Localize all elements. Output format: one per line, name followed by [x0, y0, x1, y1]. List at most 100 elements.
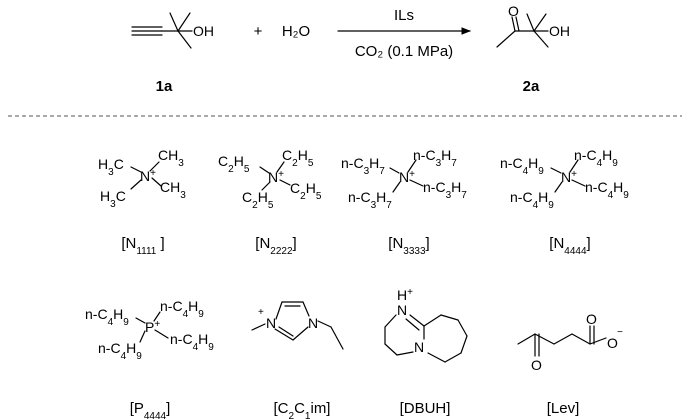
carbonyl-bond [515, 16, 520, 32]
substituent-label: n-C3H7 [341, 155, 385, 177]
bond-line [396, 351, 414, 356]
atom-label: N [397, 302, 407, 318]
hydroxyl-label: OH [549, 23, 570, 39]
bond-line [517, 333, 536, 345]
bond-line [317, 320, 332, 328]
atom-label: N [308, 315, 318, 331]
bond-line [589, 337, 607, 345]
carbonyl-bond [511, 16, 516, 32]
bond-line [130, 166, 142, 173]
cation-n1111: H3C CH3 N+ CH3 H3C [98, 147, 186, 210]
methyl-bond [533, 30, 549, 48]
atom-label: N [266, 315, 276, 331]
substituent-label: C2H5 [290, 180, 322, 202]
hydroxyl-label: OH [193, 23, 214, 39]
anion-lev: O O O − [517, 311, 623, 373]
bond-line [275, 301, 283, 320]
substituent-label: n-C4H9 [585, 179, 629, 201]
central-atom-label: N+ [561, 169, 577, 186]
cation-caption: [N3333] [388, 235, 429, 257]
substituent-label: H3C [100, 188, 126, 210]
substituent-label: C2H5 [218, 153, 250, 175]
bond-line [261, 181, 271, 191]
conditions-label: CO₂ (0.1 MPa) [355, 43, 453, 60]
substituent-label: n-C4H9 [574, 147, 618, 169]
atom-label: H+ [397, 287, 413, 304]
methyl-bond [177, 30, 192, 49]
cation-n3333: n-C3H7 n-C3H7 N+ n-C3H7 n-C3H7 [341, 147, 467, 211]
bond-line [392, 181, 401, 193]
methyl-bond [533, 13, 547, 32]
atom-label: O [586, 311, 597, 327]
alkyne-triple-bond [131, 26, 163, 36]
bond-line [130, 179, 142, 190]
central-atom-label: N+ [399, 169, 415, 186]
substituent-label: H3C [98, 156, 124, 178]
bond-line [151, 177, 162, 187]
bond-line [534, 333, 555, 345]
substituent-label: n-C4H9 [85, 306, 129, 328]
substituent-label: n-C4H9 [160, 298, 204, 320]
bond-line [154, 329, 169, 339]
bond-line [569, 159, 579, 173]
bond-line [407, 159, 417, 173]
substituent-label: C2H5 [242, 189, 274, 211]
central-atom-label: N+ [268, 169, 284, 186]
bond-line [571, 179, 586, 187]
bond-line [460, 335, 468, 354]
cation-c2c1im: N + N [251, 301, 344, 350]
substituent-label: C2H5 [282, 147, 314, 169]
charge-label: + [258, 307, 264, 318]
central-atom-label: N+ [140, 168, 156, 185]
bond-line [423, 314, 442, 327]
atom-label: O [607, 335, 618, 351]
bond-line [135, 317, 146, 324]
bond-line [302, 301, 310, 317]
cation-p4444: n-C4H9 n-C4H9 P+ n-C4H9 n-C4H9 [85, 298, 214, 362]
water-formula: H₂O [282, 23, 310, 40]
methyl-bond [526, 13, 535, 32]
bond-line [292, 326, 309, 341]
substituent-label: n-C3H7 [413, 147, 457, 169]
bond-line [409, 314, 425, 327]
cation-caption: [N2222] [255, 235, 296, 257]
substituent-label: n-C3H7 [423, 179, 467, 201]
substituent-label: n-C4H9 [500, 155, 544, 177]
product-number: 2a [523, 78, 540, 95]
bond-line [384, 314, 397, 328]
bond-line [279, 179, 291, 186]
cation-caption: [C2C1im] [274, 400, 331, 419]
bond-line [276, 161, 285, 173]
atom-label: N [414, 339, 424, 355]
bond-line [427, 352, 446, 363]
cation-caption: [DBUH] [400, 400, 451, 417]
product-2a: O OH [496, 3, 570, 48]
bond-line [384, 343, 398, 356]
substituent-label: n-C4H9 [510, 189, 554, 211]
reactant-number: 1a [156, 78, 173, 95]
bond-line [278, 326, 294, 337]
bond-line [389, 167, 400, 174]
bond-line [149, 161, 160, 172]
cation-caption: [Lev] [547, 400, 580, 417]
cation-caption: [N1111 ] [121, 235, 164, 257]
charge-label: − [617, 327, 623, 338]
bond-line [405, 318, 420, 331]
bond-line [259, 166, 270, 174]
cation-dbuh: N H+ N [384, 287, 468, 363]
substituent-label: CH3 [158, 147, 184, 169]
substituent-label: n-C3H7 [348, 189, 392, 211]
bond-line [571, 333, 591, 345]
central-atom-label: P+ [145, 319, 160, 336]
plus-sign: + [254, 23, 263, 40]
methyl-bond [169, 12, 179, 32]
carbonyl-oxygen-label: O [508, 3, 519, 19]
bond-line [409, 179, 424, 187]
bond-line [274, 328, 294, 341]
catalyst-label: ILs [394, 7, 414, 24]
substituent-label: n-C4H9 [170, 331, 214, 353]
methyl-bond [177, 12, 191, 32]
atom-label: O [531, 357, 542, 373]
bond-line [554, 181, 563, 193]
